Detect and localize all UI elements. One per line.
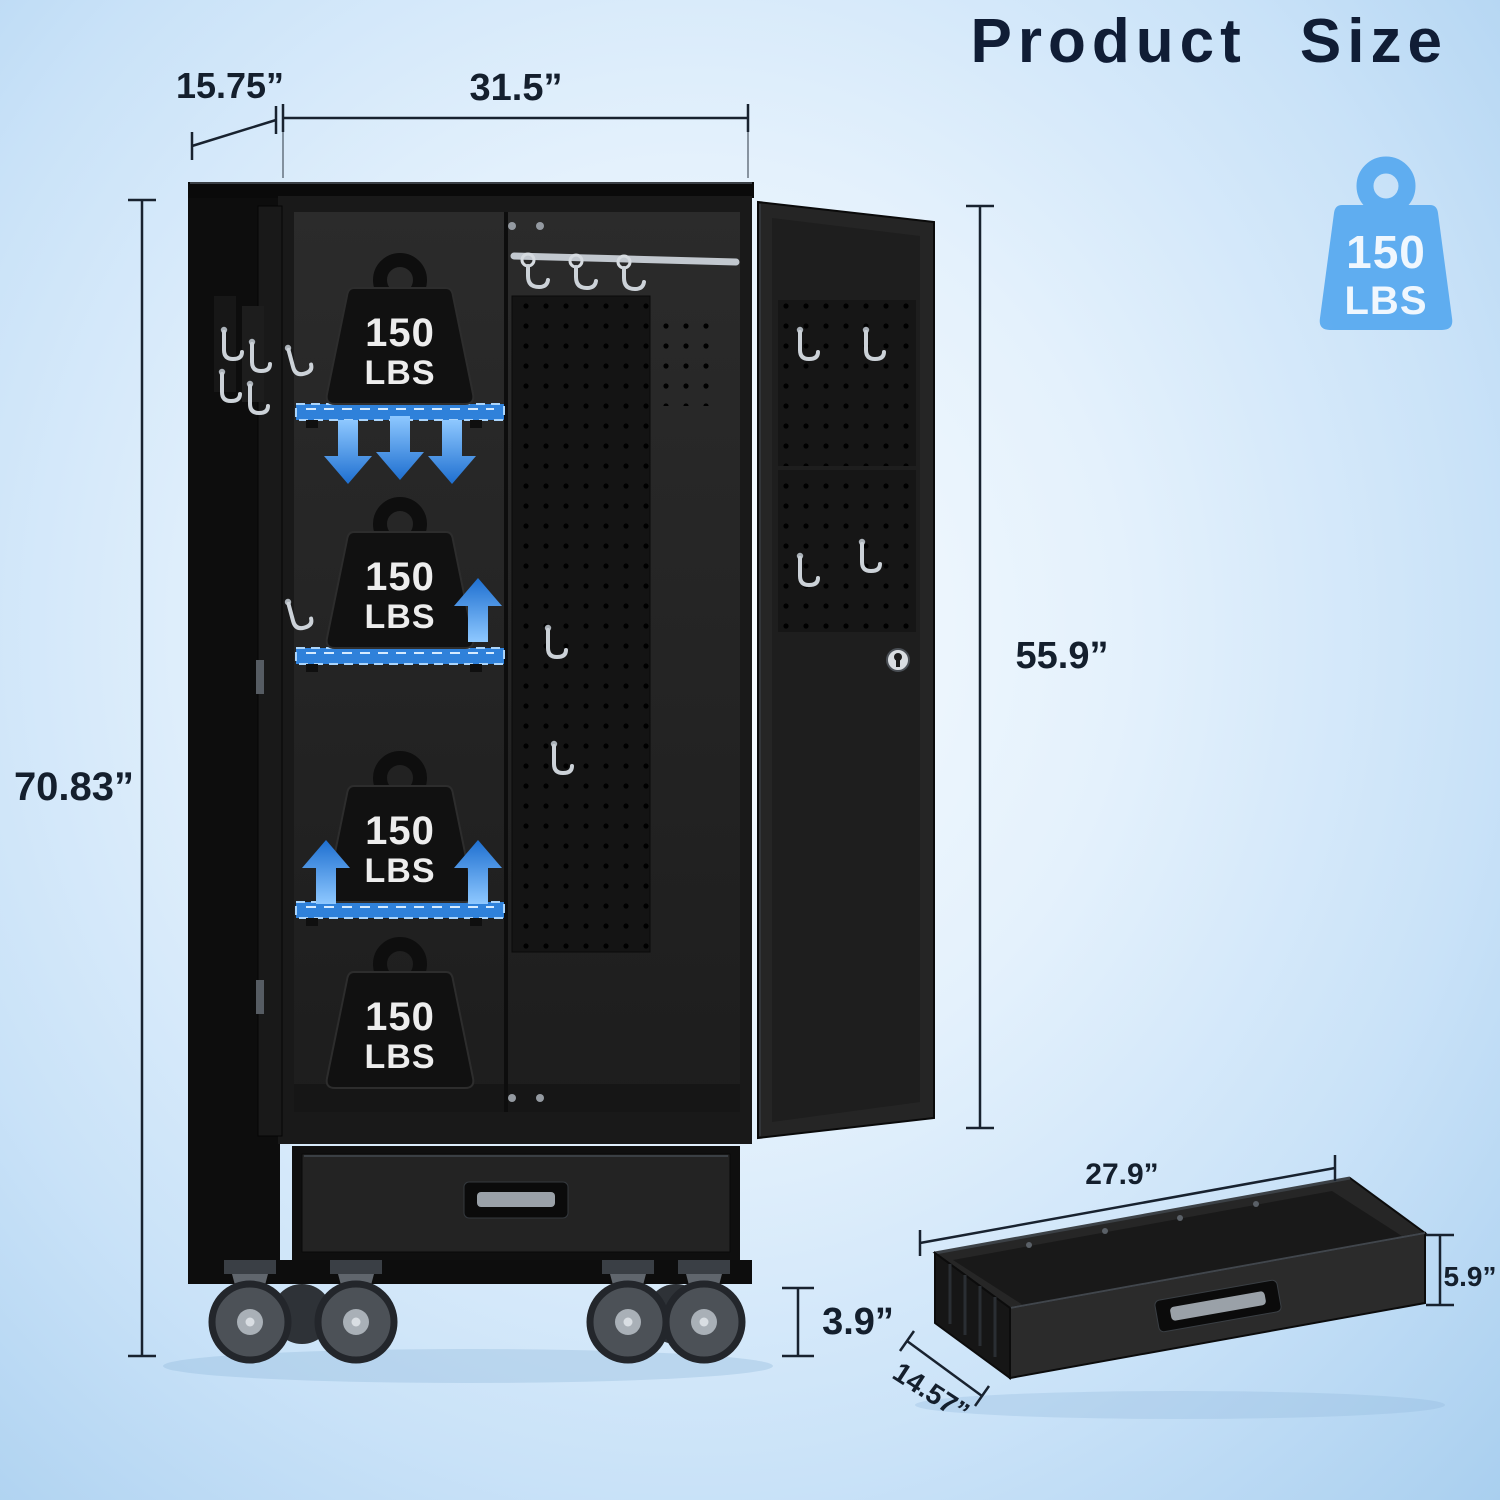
- drawer-handle-bar: [477, 1192, 555, 1207]
- page-title: Product Size: [970, 7, 1448, 76]
- weight-icon: 150 LBS: [327, 944, 474, 1088]
- hinge: [256, 660, 264, 694]
- dim-drawer-depth-label: 14.57”: [887, 1356, 974, 1428]
- dim-depth-label: 15.75”: [176, 65, 284, 106]
- screw-icon: [536, 1094, 544, 1102]
- weight-unit: LBS: [365, 852, 436, 890]
- open-door: [757, 200, 935, 1140]
- drawer-illustration: [932, 1176, 1428, 1380]
- dim-width-label: 31.5”: [470, 67, 563, 109]
- dim-width: 31.5”: [281, 67, 750, 178]
- badge-value: 150: [1346, 226, 1426, 278]
- drawer-side: [934, 1251, 1011, 1380]
- dim-height: 70.83”: [14, 198, 156, 1358]
- weight-icon: 150 LBS: [327, 260, 474, 404]
- dim-height-label: 70.83”: [14, 765, 134, 809]
- cabinet-top: [188, 182, 754, 198]
- dim-door-height-label: 55.9”: [1016, 635, 1109, 677]
- weight-value: 150: [365, 555, 435, 599]
- weight-unit: LBS: [365, 598, 436, 636]
- weight-capacity-badge: 150 LBS: [1319, 156, 1453, 330]
- cabinet-illustration: 150 LBS 150 LBS 150 LBS 150 LBS: [188, 182, 754, 1284]
- screw-icon: [508, 222, 516, 230]
- screw-icon: [508, 1094, 516, 1102]
- shelf: [295, 647, 505, 672]
- hanging-rod: [510, 252, 740, 266]
- dim-caster-height-label: 3.9”: [822, 1301, 894, 1343]
- dim-drawer-width: 27.9”: [918, 1155, 1337, 1256]
- weight-unit: LBS: [365, 354, 436, 392]
- cabinet-base: [196, 1260, 752, 1284]
- weight-value: 150: [365, 995, 435, 1039]
- weight-unit: LBS: [365, 1038, 436, 1076]
- dim-door-height: 55.9”: [966, 204, 1109, 1130]
- hinge: [256, 980, 264, 1014]
- dimension-annotations: 31.5” 15.75” 70.83” 55.9”: [14, 65, 1497, 1428]
- pegboard-middle-holes: [512, 296, 650, 952]
- screw-icon: [536, 222, 544, 230]
- dim-drawer-height-label: 5.9”: [1444, 1261, 1497, 1292]
- drawer-illustration-handle: [1154, 1279, 1282, 1333]
- shelf: [295, 901, 505, 926]
- dim-depth: 15.75”: [176, 65, 284, 160]
- weight-icon-body: [1319, 205, 1453, 330]
- weight-value: 150: [365, 311, 435, 355]
- weight-icon-handle: [1356, 156, 1416, 216]
- shelf: [295, 403, 505, 428]
- weight-icon: 150 LBS: [327, 504, 474, 648]
- dim-drawer-height: 5.9”: [1426, 1233, 1497, 1307]
- weight-value: 150: [365, 809, 435, 853]
- dim-caster-height: 3.9”: [782, 1286, 894, 1358]
- badge-unit: LBS: [1345, 279, 1428, 323]
- back-panel-holes: [658, 318, 722, 406]
- dim-drawer-width-label: 27.9”: [1085, 1158, 1158, 1191]
- cabinet-drawer: [292, 1146, 740, 1260]
- drawer-shadow: [915, 1391, 1445, 1419]
- weight-icon: 150 LBS: [327, 758, 474, 902]
